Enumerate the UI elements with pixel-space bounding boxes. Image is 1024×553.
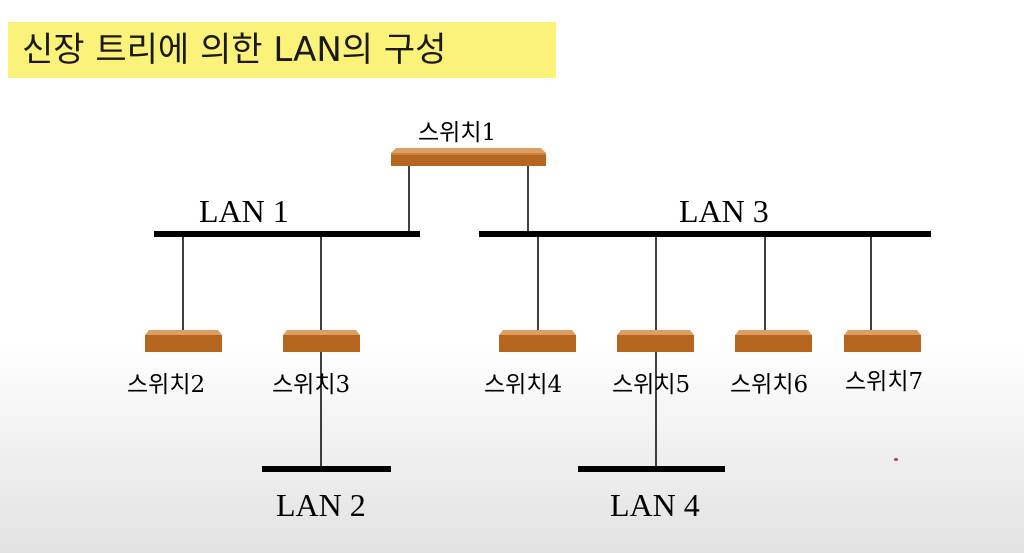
connection-lines [182, 166, 872, 470]
lan4-bus [578, 466, 725, 472]
switch-3-device [283, 330, 360, 352]
switch-3-label: 스위치3 [272, 372, 351, 398]
page-title: 신장 트리에 의한 LAN의 구성 [22, 30, 447, 70]
lan-3-label: LAN 3 [679, 193, 769, 229]
switch-4-device [499, 330, 576, 352]
switch-1-label: 스위치1 [418, 120, 497, 146]
switch-2-label: 스위치2 [127, 372, 206, 398]
switch-7-label: 스위치7 [845, 369, 924, 395]
cursor-dot [894, 458, 898, 461]
lan3-bus [479, 231, 931, 237]
switch-6-label: 스위치6 [730, 372, 809, 398]
switch-7-device [844, 330, 921, 352]
switch-6-device [735, 330, 812, 352]
lan-2-label: LAN 2 [276, 487, 366, 523]
switch-5-device [617, 330, 694, 352]
switch-4-label: 스위치4 [484, 372, 563, 398]
switch-2-device [145, 330, 222, 352]
lan-4-label: LAN 4 [610, 487, 700, 523]
switch-5-label: 스위치5 [612, 372, 691, 398]
lan-1-label: LAN 1 [199, 193, 289, 229]
title-highlight [8, 22, 556, 78]
switch-1-device [391, 148, 546, 166]
lan1-bus [154, 231, 420, 237]
lan2-bus [262, 466, 391, 472]
